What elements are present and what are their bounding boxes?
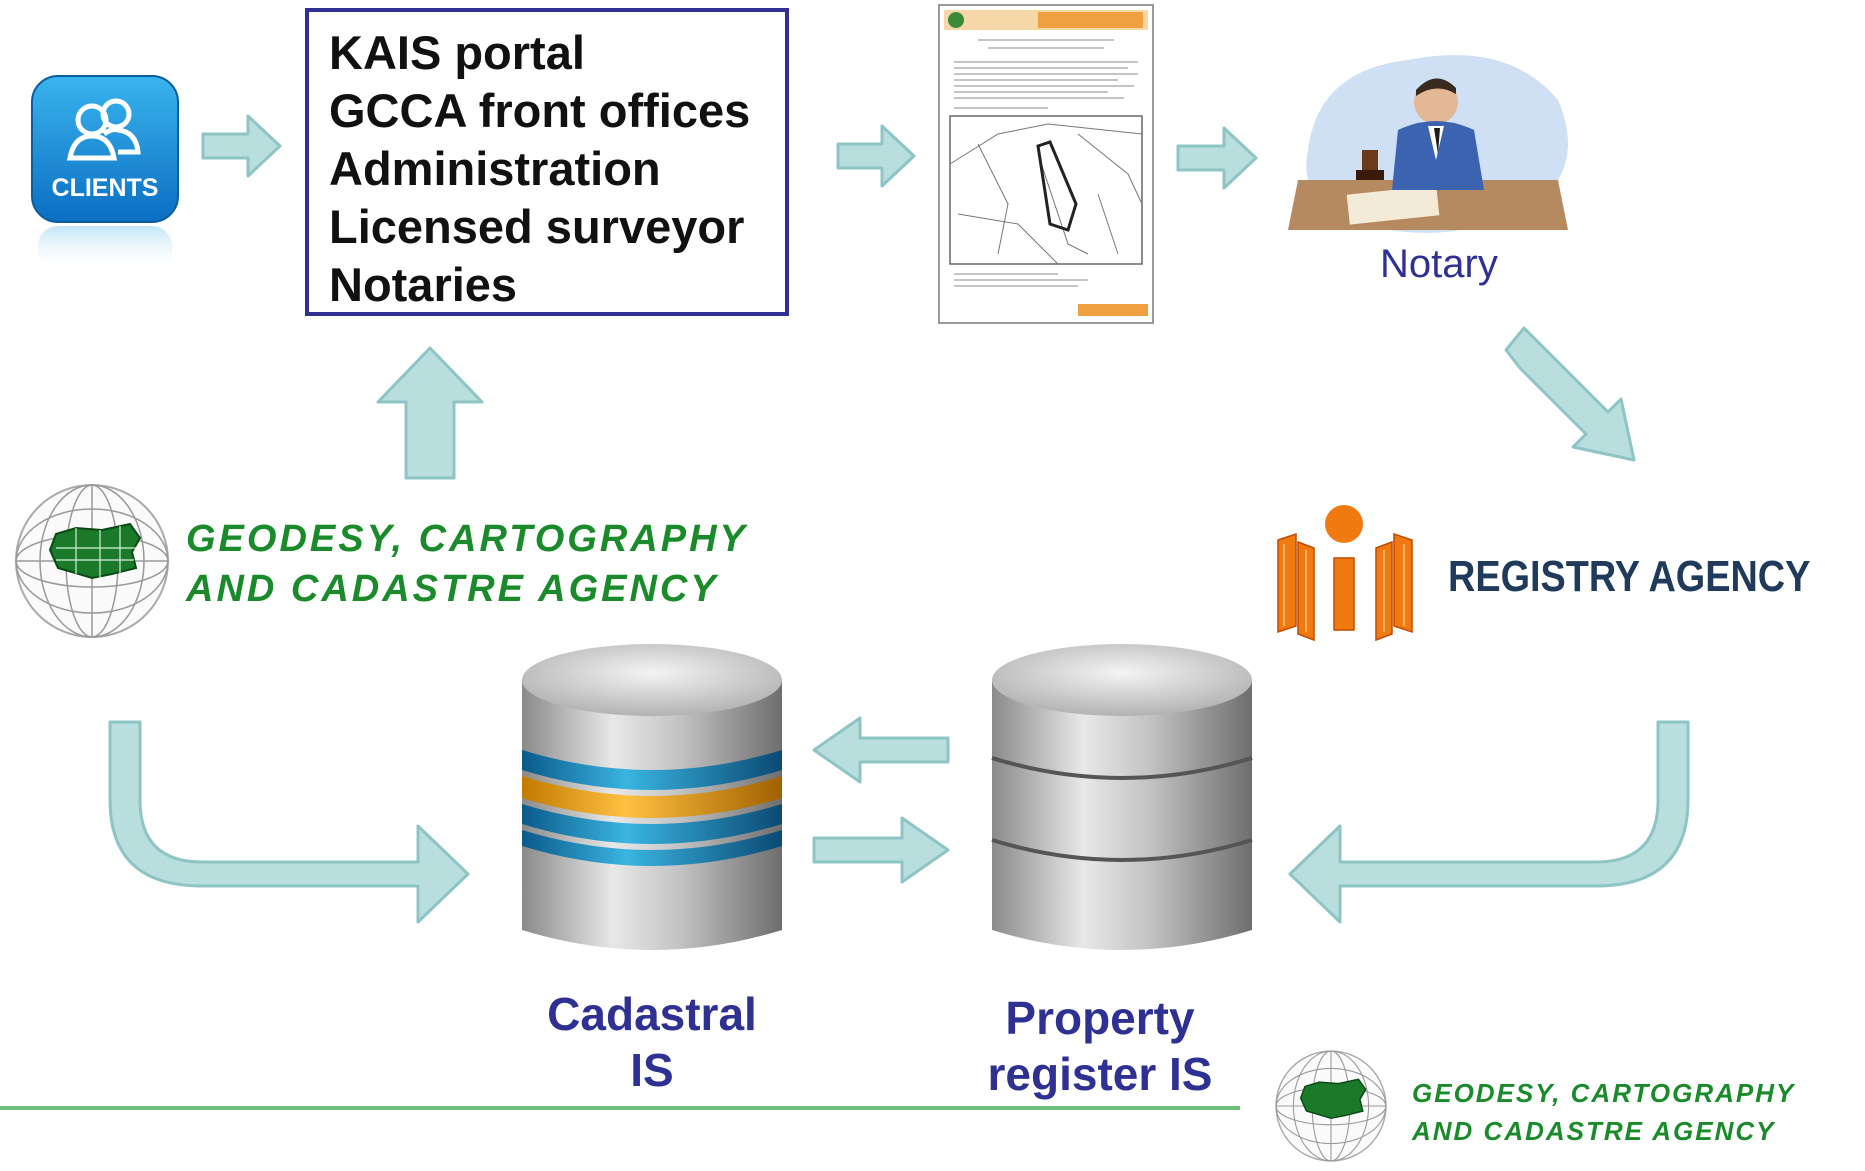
access-item-licensed-surveyor[interactable]: Licensed surveyor [329,200,745,253]
clients-icon[interactable]: CLIENTS [30,74,180,274]
cadastral-is-label-line1: Cadastral [547,988,757,1040]
access-item-notaries[interactable]: Notaries [329,258,518,311]
access-points-box: KAIS portal GCCA front offices Administr… [305,8,789,316]
arrow-gcca-to-access [376,346,484,480]
cadastral-database-icon[interactable] [518,640,786,960]
gcca-agency-name-line2: AND CADASTRE AGENCY [186,568,719,610]
notary-label: Notary [1380,242,1498,286]
access-item-kais-portal[interactable]: KAIS portal [329,26,585,79]
gcca-agency-name-small-line1: GEODESY, CARTOGRAPHY [1412,1078,1796,1108]
cadastral-is-label-line2: IS [630,1044,674,1096]
arrow-clients-to-access [201,114,282,178]
arrow-access-to-document [836,124,916,188]
property-register-is-label: Property register IS [960,990,1240,1102]
registry-agency-logo[interactable] [1276,502,1416,642]
registry-agency-name: REGISTRY AGENCY [1448,552,1811,601]
cadastral-map-document[interactable] [938,4,1154,324]
access-item-gcca-front-offices[interactable]: GCCA front offices [329,84,751,137]
bottom-divider-line [0,1106,1240,1110]
property-register-is-label-line1: Property [1005,992,1195,1044]
gcca-logo-globe[interactable] [12,478,172,644]
property-register-is-label-line2: register IS [987,1048,1213,1100]
notary-illustration[interactable] [1288,30,1568,240]
access-item-administration[interactable]: Administration [329,142,661,195]
gcca-agency-name-line1: GEODESY, CARTOGRAPHY [186,518,748,560]
property-register-database-icon[interactable] [988,640,1256,960]
arrow-notary-to-registry [1504,326,1636,462]
gcca-logo-globe-small[interactable] [1270,1046,1392,1166]
clients-label: CLIENTS [51,174,159,202]
cadastral-is-label: Cadastral IS [528,986,776,1098]
arrow-document-to-notary [1176,126,1258,190]
arrow-gcca-to-cadastral [108,720,470,924]
arrow-property-to-cadastral [812,716,950,784]
arrow-registry-to-property [1288,720,1690,924]
gcca-agency-name-small-line2: AND CADASTRE AGENCY [1412,1116,1776,1146]
arrow-cadastral-to-property [812,816,950,884]
